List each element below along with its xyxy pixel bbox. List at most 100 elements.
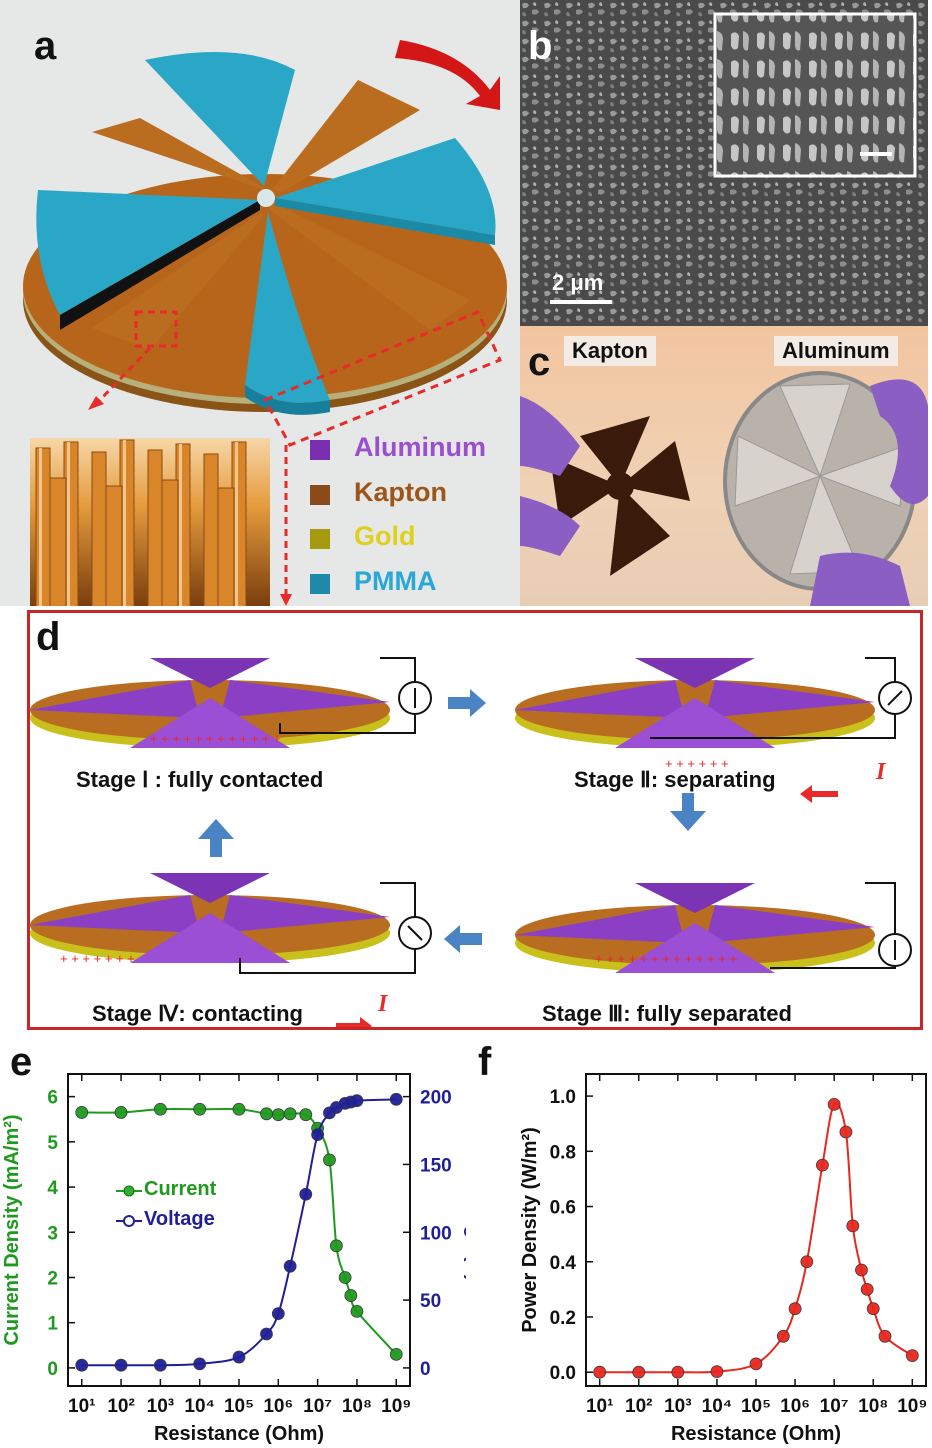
y2-axis-label: Voltage (V) [463, 1179, 466, 1282]
stage-3-caption: Stage Ⅲ: fully separated [542, 1001, 792, 1026]
y-tick-label: 1 [47, 1314, 58, 1335]
device-photo [520, 371, 928, 606]
data-point [260, 1327, 273, 1341]
data-point [846, 1219, 860, 1233]
x-tick-label: 10⁹ [897, 1396, 927, 1417]
data-point [329, 1239, 343, 1253]
x-tick-label: 10² [625, 1396, 652, 1417]
data-point [271, 1307, 285, 1321]
x-tick-label: 10¹ [68, 1396, 95, 1417]
x-tick-label: 10⁸ [858, 1396, 888, 1417]
sem-scalebar-label: 2 μm [552, 270, 604, 295]
y-tick-label: 4 [47, 1178, 58, 1199]
data-point [866, 1302, 880, 1316]
data-point [338, 1271, 352, 1284]
data-point [878, 1329, 892, 1343]
data-point [350, 1094, 364, 1108]
data-point [860, 1282, 874, 1296]
panel-label-f: f [478, 1040, 492, 1084]
data-point [311, 1128, 325, 1141]
x-tick-label: 10⁷ [303, 1396, 332, 1417]
y-tick-label: 1.0 [550, 1087, 576, 1108]
data-point [710, 1365, 724, 1379]
data-point [283, 1259, 297, 1273]
x-tick-label: 10⁶ [263, 1396, 293, 1417]
data-point [800, 1255, 814, 1269]
y2-tick-label: 150 [420, 1155, 452, 1176]
x-tick-label: 10⁴ [702, 1396, 733, 1417]
photo-label-aluminum: Aluminum [774, 336, 898, 366]
y-tick-label: 0.6 [550, 1198, 576, 1219]
data-point [283, 1107, 297, 1121]
data-point [260, 1107, 273, 1121]
data-point [114, 1358, 128, 1372]
data-point [232, 1102, 246, 1116]
data-point [593, 1365, 607, 1379]
sem-image [520, 0, 928, 326]
stage-diagram: + + + + + + + + + + + + + + + + + + + + … [30, 657, 912, 1027]
data-point [75, 1358, 89, 1372]
data-point [299, 1108, 313, 1122]
data-point [389, 1092, 403, 1106]
data-point [855, 1263, 868, 1277]
legend-item-gold: Gold [310, 521, 510, 557]
data-point [232, 1350, 246, 1364]
data-point [271, 1108, 285, 1122]
data-point [323, 1153, 336, 1167]
stage-4-caption: Stage Ⅳ: contacting [92, 1001, 303, 1026]
y-tick-label: 0.4 [550, 1253, 577, 1274]
svg-text:+ + + + + + + + + + + + +: + + + + + + + + + + + + + [595, 951, 737, 966]
panel-label-c: c [528, 340, 551, 384]
legend-item-kapton: Kapton [310, 477, 510, 513]
data-point [776, 1329, 790, 1343]
y-tick-label: 6 [47, 1088, 58, 1109]
data-point [75, 1106, 89, 1119]
x-tick-label: 10³ [147, 1396, 174, 1417]
data-point [153, 1102, 167, 1116]
y-axis-label: Power Density (W/m²) [519, 1127, 541, 1333]
data-point [193, 1102, 207, 1116]
x-axis-label: Resistance (Ohm) [154, 1423, 324, 1445]
y-axis-label: Current Density (mA/m²) [1, 1114, 23, 1345]
y-tick-label: 0.0 [550, 1363, 576, 1384]
data-point [299, 1187, 313, 1201]
y2-tick-label: 100 [420, 1223, 452, 1244]
panel-d: d + + + + + + + + + + + + + + + + + + + [27, 610, 923, 1030]
legend-swatch-aluminum [310, 440, 330, 460]
x-tick-label: 10⁵ [741, 1396, 771, 1417]
data-point [905, 1349, 919, 1363]
x-tick-label: 10⁶ [780, 1396, 810, 1417]
data-point [389, 1347, 403, 1361]
legend-item-pmma: PMMA [310, 566, 510, 602]
data-point [827, 1097, 841, 1111]
panel-label-b: b [528, 24, 553, 68]
data-point [344, 1289, 358, 1302]
x-tick-label: 10³ [664, 1396, 691, 1417]
legend-item-aluminum: Aluminum [310, 432, 510, 468]
stage-2-caption: Stage Ⅱ: separating [574, 767, 776, 792]
data-point [839, 1125, 853, 1139]
legend-swatch-pmma [310, 574, 330, 594]
legend-swatch-kapton [310, 485, 330, 505]
data-point [114, 1106, 128, 1119]
series-line [599, 1102, 913, 1374]
y2-tick-label: 50 [420, 1291, 441, 1312]
x-tick-label: 10¹ [586, 1396, 613, 1417]
data-point [671, 1365, 685, 1379]
data-point [632, 1365, 646, 1379]
legend-label-kapton: Kapton [354, 477, 447, 507]
y2-tick-label: 0 [420, 1359, 431, 1380]
stage-4-current-symbol: I [378, 991, 388, 1017]
panel-label-a: a [34, 24, 57, 68]
data-point [153, 1358, 167, 1372]
x-tick-label: 10² [107, 1396, 134, 1417]
data-point [815, 1158, 829, 1172]
x-tick-label: 10⁷ [820, 1396, 849, 1417]
chart-e-legend: Current Voltage [114, 1176, 224, 1238]
panel-label-e: e [10, 1040, 33, 1084]
rotating-disk-illustration [23, 40, 507, 606]
